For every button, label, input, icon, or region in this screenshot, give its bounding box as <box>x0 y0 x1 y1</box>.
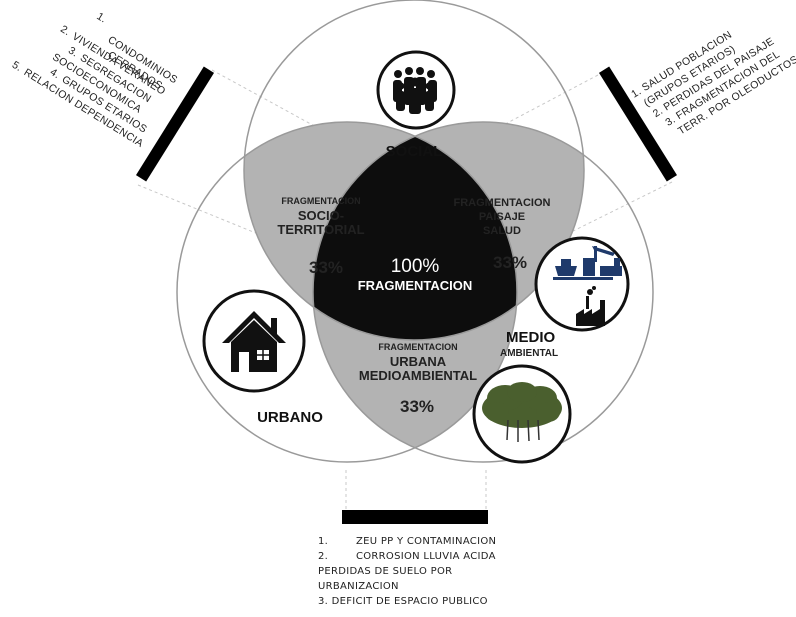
set-label-ambiental: AMBIENTAL <box>500 348 558 359</box>
urbana-medio-pct: 33% <box>400 397 434 416</box>
paisaje-salud-line3: SALUD <box>483 225 521 237</box>
crowd-icon <box>376 50 456 130</box>
overlap-center <box>313 122 517 340</box>
socio-territorial-line1: SOCIO- <box>298 208 344 223</box>
bar-social-medio <box>598 66 678 182</box>
note-um-2: 2. CORROSION LLUVIA ACIDA <box>318 551 496 562</box>
notes-social-urbano: 1. CONDOMINIOS CERRADOS 2. VIVIENDA VERA… <box>10 10 180 150</box>
urbana-medio-line1: URBANA <box>390 354 447 369</box>
bar-social-urbano <box>135 66 215 182</box>
note-um-1: 1. ZEU PP Y CONTAMINACION <box>318 536 497 547</box>
note-um-4: URBANIZACION <box>318 581 399 592</box>
note-su-num-1: 1. <box>94 10 108 25</box>
note-su-num-2: 2. <box>58 23 72 38</box>
note-su-num-5: 5. <box>10 59 24 74</box>
bar-urbano-medio <box>342 510 488 524</box>
circle-urbano <box>176 121 518 463</box>
socio-territorial-small: FRAGMENTACION <box>281 196 360 206</box>
center-pct: 100% <box>391 256 440 277</box>
set-label-urbano: URBANO <box>257 409 323 426</box>
note-um-5: 3. DEFICIT DE ESPACIO PUBLICO <box>318 596 488 607</box>
center-label: FRAGMENTACION <box>358 278 473 293</box>
house-icon <box>202 289 306 393</box>
notes-social-medio: 1. SALUD POBLACION (GRUPOS ETARIOS) 2. P… <box>629 29 796 138</box>
circle-medio-ambiental <box>312 121 654 463</box>
note-um-3: PERDIDAS DE SUELO POR <box>318 566 453 577</box>
paisaje-salud-line2: PAISAJE <box>479 211 525 223</box>
urbana-medio-small: FRAGMENTACION <box>378 342 457 352</box>
urbana-medio-line2: MEDIOAMBIENTAL <box>359 368 477 383</box>
notes-urbano-medio: 1. ZEU PP Y CONTAMINACION 2. CORROSION L… <box>318 534 538 609</box>
paisaje-salud-line1: FRAGMENTACION <box>454 197 551 209</box>
tree-icon <box>472 364 572 464</box>
set-label-medio: MEDIO <box>506 329 556 346</box>
paisaje-salud-pct: 33% <box>493 253 527 272</box>
industry-port-icon <box>534 236 630 332</box>
circle-social <box>243 0 585 341</box>
socio-territorial-line2: TERRITORIAL <box>277 222 364 237</box>
set-label-social: SOCIAL <box>386 143 443 160</box>
socio-territorial-pct: 33% <box>309 258 343 277</box>
